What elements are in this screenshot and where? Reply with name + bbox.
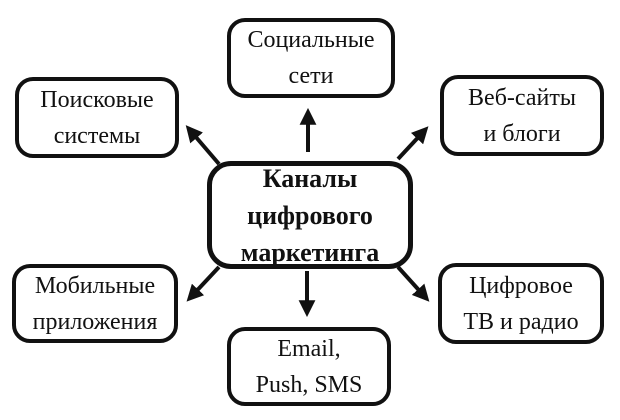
node-label-line: сети bbox=[288, 63, 334, 89]
node-center-digital-marketing-channels: Каналы цифрового маркетинга bbox=[207, 161, 413, 269]
node-label-line: Email, bbox=[277, 335, 341, 362]
node-label-line: маркетинга bbox=[240, 237, 380, 267]
node-label-line: Каналы bbox=[262, 163, 358, 193]
node-label-line: Push, SMS bbox=[255, 371, 363, 398]
node-search-engines: Поисковые системы bbox=[15, 77, 179, 158]
node-digital-tv-radio: Цифровое ТВ и радио bbox=[438, 263, 604, 344]
node-label-line: и блоги bbox=[483, 120, 561, 147]
arrow-to-mobile-apps bbox=[186, 265, 221, 302]
node-label-line: приложения bbox=[32, 308, 158, 335]
arrow-to-digital-tv-radio bbox=[396, 265, 430, 302]
node-label-line: системы bbox=[53, 122, 141, 149]
node-social-networks: Социальные сети bbox=[227, 18, 395, 98]
node-websites-blogs: Веб-сайты и блоги bbox=[440, 75, 604, 156]
node-label-line: Поисковые bbox=[40, 86, 154, 113]
node-label-line: Цифровое bbox=[469, 272, 573, 299]
node-email-push-sms: Email, Push, SMS bbox=[227, 327, 391, 406]
node-label-line: ТВ и радио bbox=[463, 308, 579, 335]
node-label-line: цифрового bbox=[247, 200, 373, 230]
node-label-line: Веб-сайты bbox=[468, 84, 576, 111]
node-label-line: Мобильные bbox=[34, 272, 156, 299]
arrow-to-search-engines bbox=[185, 125, 221, 166]
arrow-to-websites-blogs bbox=[396, 126, 429, 161]
node-mobile-apps: Мобильные приложения bbox=[12, 264, 178, 343]
node-label-line: Социальные bbox=[247, 27, 375, 53]
